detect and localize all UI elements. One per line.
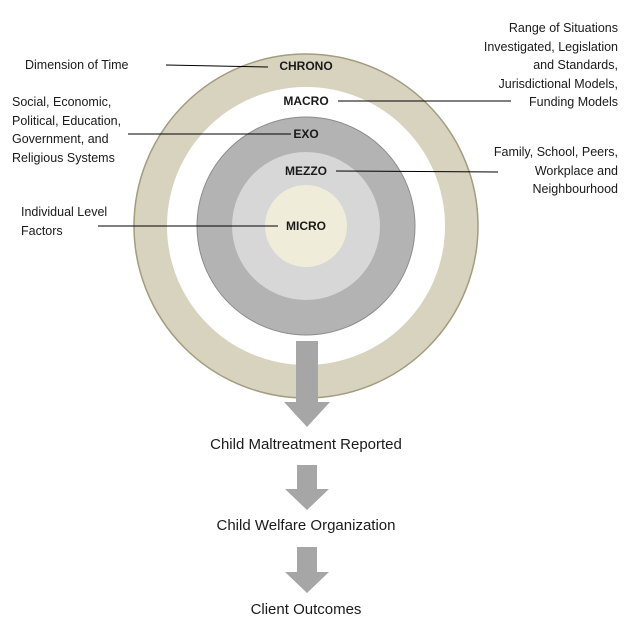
family-callout-line: Neighbourhood [532, 182, 619, 196]
down-arrow-1 [284, 341, 330, 427]
individual-callout-line: Factors [21, 223, 63, 238]
individual-callout-line: Individual Level [21, 205, 108, 219]
time-callout-line: Dimension of Time [25, 58, 129, 72]
micro-ring [265, 185, 347, 267]
chrono-label: CHRONO [279, 59, 333, 73]
family-callout-line: Workplace and [534, 163, 618, 178]
down-arrow-3 [285, 547, 329, 593]
mezzo-label: MEZZO [285, 164, 327, 178]
range-callout-line: Jurisdictional Models, [498, 76, 619, 91]
macro-label: MACRO [283, 94, 329, 108]
family-callout: Family, School, Peers, Workplace and Nei… [494, 143, 618, 199]
individual-callout: Individual Level Factors [21, 203, 107, 240]
social-callout: Social, Economic, Political, Education, … [12, 93, 121, 167]
flow-step-maltreatment-reported: Child Maltreatment Reported [210, 436, 402, 453]
range-callout-line: Funding Models [529, 95, 618, 109]
time-connector-line [165, 64, 269, 68]
range-callout-line: Investigated, Legislation [483, 39, 618, 54]
family-callout-line: Family, School, Peers, [493, 145, 618, 159]
time-callout: Dimension of Time [25, 56, 129, 75]
social-callout-line: Religious Systems [12, 150, 115, 165]
range-callout: Range of Situations Investigated, Legisl… [484, 19, 618, 112]
flow-step-client-outcomes: Client Outcomes [250, 601, 362, 618]
flow-step-child-welfare-organization: Child Welfare Organization [216, 517, 396, 534]
social-callout-line: Government, and [12, 132, 109, 146]
range-callout-line: and Standards, [533, 58, 618, 72]
range-callout-line: Range of Situations [508, 21, 618, 35]
down-arrow-2 [285, 465, 329, 510]
social-callout-line: Social, Economic, [12, 95, 112, 109]
micro-label: MICRO [286, 219, 326, 233]
exo-label: EXO [293, 127, 319, 141]
social-callout-line: Political, Education, [12, 113, 122, 128]
family-connector-line [335, 170, 499, 173]
